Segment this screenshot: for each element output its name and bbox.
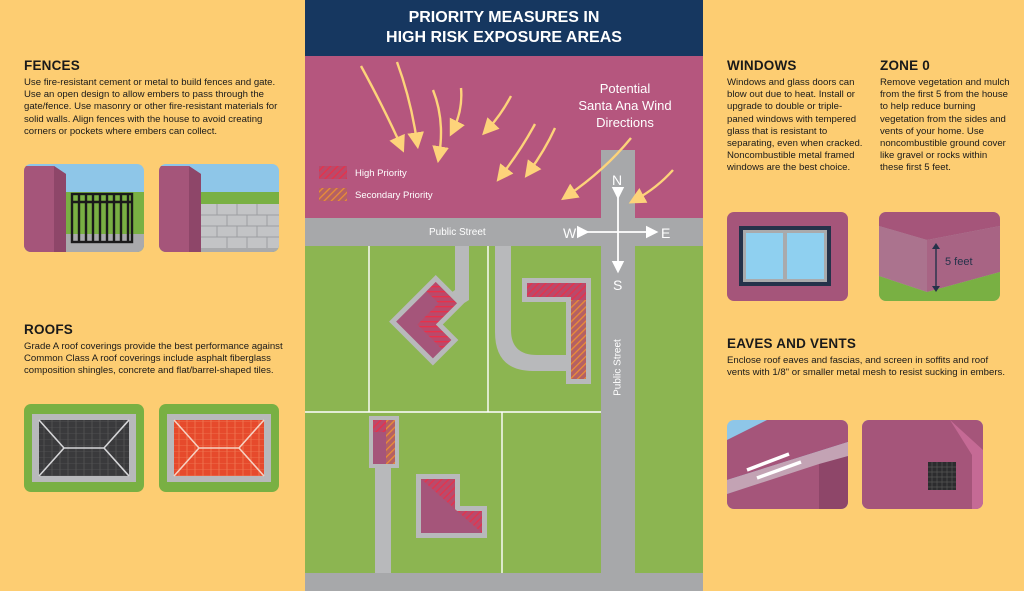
legend-secondary-label: Secondary Priority (355, 190, 433, 201)
compass-south: S (613, 277, 623, 293)
compass-north: N (612, 172, 623, 188)
zone0-heading: ZONE 0 (880, 58, 930, 73)
compass-east: E (661, 225, 671, 241)
windows-heading: WINDOWS (727, 58, 797, 73)
vertical-street-label: Public Street (612, 339, 624, 396)
windows-text: Windows and glass doors can blow out due… (727, 77, 863, 174)
compass (576, 186, 659, 274)
masonry-wall-illustration (159, 164, 279, 252)
page-title: PRIORITY MEASURES IN HIGH RISK EXPOSURE … (305, 0, 703, 56)
house-2 (522, 278, 591, 384)
legend-secondary-swatch (319, 188, 347, 201)
fences-text: Use fire-resistant cement or metal to bu… (24, 77, 278, 137)
roof-vent-illustration (862, 420, 983, 509)
eaves-text: Enclose roof eaves and fascias, and scre… (727, 355, 1005, 379)
zone0-text: Remove vegetation and mulch from the fir… (880, 77, 1010, 174)
window-illustration (727, 212, 848, 301)
house-3 (369, 416, 399, 468)
house-1 (389, 274, 465, 366)
bottom-street (305, 573, 703, 591)
legend-high-label: High Priority (355, 168, 407, 179)
wind-label-line3: Directions (596, 115, 654, 130)
wind-label-line2: Santa Ana Wind (578, 98, 672, 113)
asphalt-roof-illustration (24, 404, 144, 492)
horizontal-street-label: Public Street (429, 227, 486, 238)
house-4 (416, 474, 487, 538)
eaves-heading: EAVES AND VENTS (727, 336, 857, 351)
legend-high-swatch (319, 166, 347, 179)
tile-roof-illustration (159, 404, 279, 492)
zone0-illustration: 5 feet (879, 212, 1000, 301)
wind-label-line1: Potential (599, 81, 651, 96)
site-map: High Priority Secondary Priority Potenti… (305, 0, 703, 591)
fences-heading: FENCES (24, 58, 80, 73)
wind-direction-label: Potential Santa Ana Wind Directions (567, 80, 683, 131)
title-line1: PRIORITY MEASURES IN (408, 9, 600, 26)
compass-west: W (563, 225, 577, 241)
title-line2: HIGH RISK EXPOSURE AREAS (386, 29, 622, 46)
fence-gate-illustration (24, 164, 144, 252)
roofs-text: Grade A roof coverings provide the best … (24, 341, 283, 377)
zone0-measure-label: 5 feet (945, 256, 973, 268)
wind-arrows (359, 61, 674, 204)
roofs-heading: ROOFS (24, 322, 74, 337)
eaves-illustration (727, 420, 848, 509)
